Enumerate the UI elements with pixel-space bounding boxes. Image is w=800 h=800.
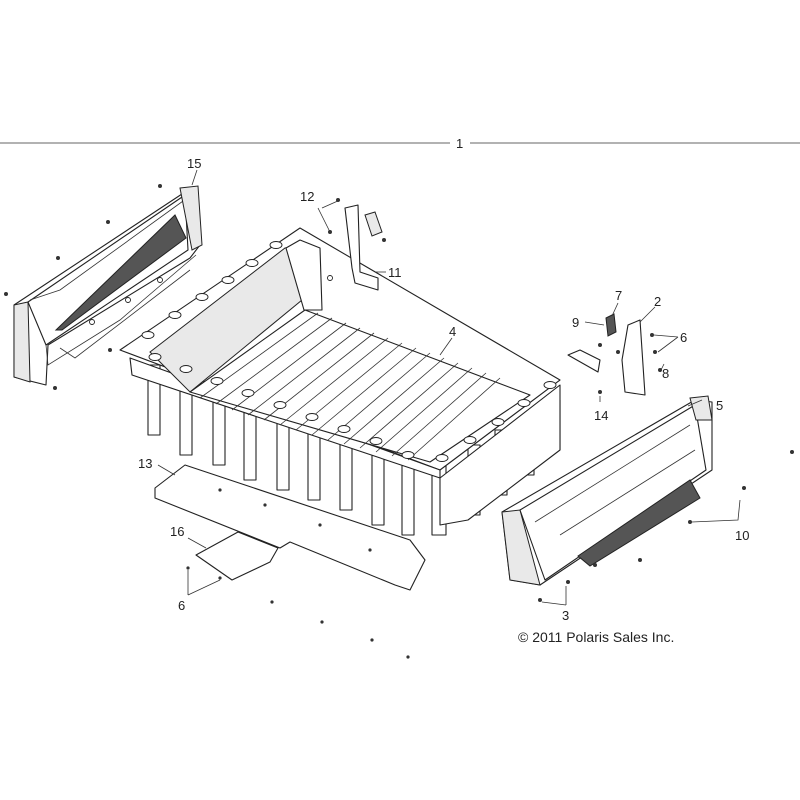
callout-6: 6 [680,330,687,345]
right-bracket: 7 2 9 6 8 14 [567,288,687,423]
rim-stake-pockets [141,241,557,462]
floor-liner: 13 [138,456,426,591]
callout-7: 7 [615,288,622,303]
callout-15: 15 [187,156,201,171]
cargo-box: 4 [119,227,561,536]
callout-16: 16 [170,524,184,539]
callout-13: 13 [138,456,152,471]
callout-12: 12 [300,189,314,204]
left-side-panel: 15 [4,156,203,390]
callout-8: 8 [662,366,669,381]
small-plate: 16 6 [170,524,410,659]
callout-1: 1 [456,136,463,151]
callout-14: 14 [594,408,608,423]
callout-5: 5 [716,398,723,413]
callout-9: 9 [572,315,579,330]
copyright-notice: © 2011 Polaris Sales Inc. [518,629,674,645]
callout-6-lower: 6 [178,598,185,613]
fasteners-3: 3 [538,580,570,623]
left-bracket: 11 12 [300,189,402,291]
tailgate-panel: 5 10 [501,395,794,586]
callout-3: 3 [562,608,569,623]
callout-4: 4 [449,324,456,339]
callout-10: 10 [735,528,749,543]
assembly-frame: 1 [0,136,800,151]
callout-11: 11 [388,265,402,280]
callout-2: 2 [654,294,661,309]
